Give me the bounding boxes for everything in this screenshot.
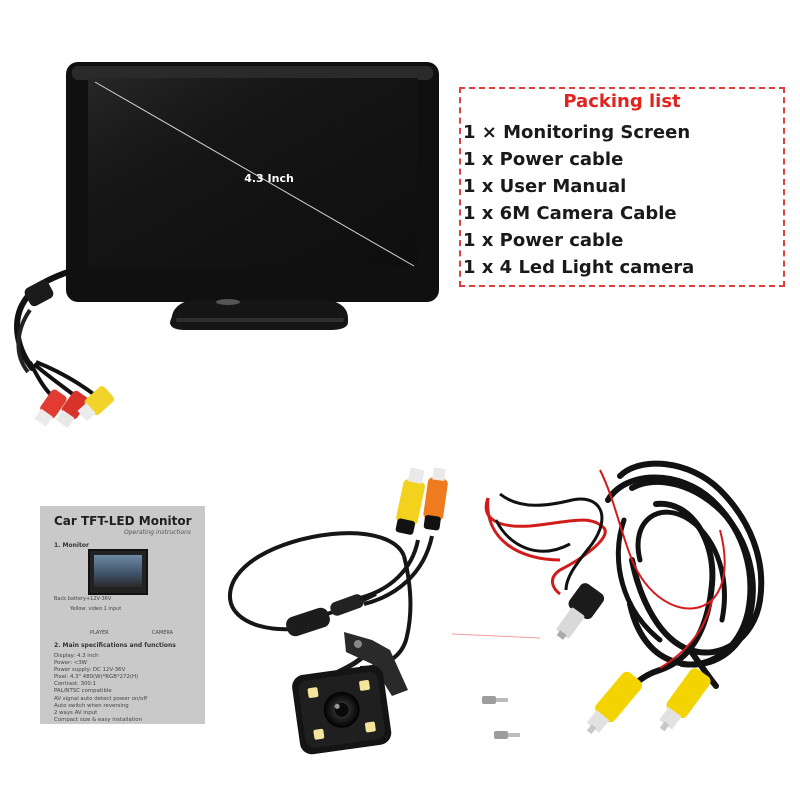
- packing-list-item: 1 x 4 Led Light camera: [463, 257, 695, 278]
- manual-subtitle: Operating instructions: [124, 529, 192, 536]
- manual-monitor-image: [88, 549, 148, 595]
- user-manual: Car TFT-LED Monitor Operating instructio…: [40, 506, 205, 724]
- manual-section-specs: 2. Main specifications and functions: [54, 642, 176, 649]
- manual-spec: PAL/NTSC compatible: [54, 688, 112, 695]
- camera-bracket: [344, 632, 408, 696]
- packing-list-item: 1 x Power cable: [463, 149, 624, 170]
- manual-section-monitor: 1. Monitor: [54, 542, 89, 549]
- manual-spec: Pixel: 4.3" 480(W)*RGB*272(H): [54, 674, 139, 681]
- rca-plug-right: [659, 668, 711, 732]
- manual-title: Car TFT-LED Monitor: [54, 514, 192, 528]
- screws: [482, 696, 520, 739]
- camera-extension-cable: [605, 460, 765, 709]
- manual-player-label: PLAYER: [90, 630, 109, 636]
- manual-spec: Power supply: DC 12V-36V: [54, 667, 126, 674]
- packing-list-box: Packing list 1 × Monitoring Screen 1 x P…: [459, 87, 785, 287]
- packing-list-item: 1 × Monitoring Screen: [463, 122, 691, 143]
- manual-video-label: Yellow: video 1 input: [70, 606, 122, 612]
- packing-list-title: Packing list: [563, 91, 681, 112]
- manual-specs-list: Display: 4.3 inch Power: <3W Power suppl…: [54, 653, 147, 724]
- manual-battery-label: Back battery+12V-36V: [54, 596, 112, 602]
- backup-camera: [292, 665, 392, 755]
- manual-spec: Compact size & easy installation: [54, 716, 143, 723]
- manual-spec: Display: 4.3 inch: [54, 653, 99, 659]
- monitor-stand: [170, 300, 348, 330]
- power-cable: [451, 492, 607, 640]
- monitor-size-label: 4.3 Inch: [244, 172, 294, 185]
- manual-spec: AV signal auto detect power on/off: [54, 695, 148, 702]
- manual-spec: 2 ways AV input: [54, 709, 98, 716]
- monitor-cable-branch: [16, 308, 32, 374]
- backup-camera-assembly: [227, 467, 448, 755]
- monitor: [14, 62, 439, 428]
- manual-camera-label: CAMERA: [152, 630, 174, 636]
- manual-spec: Power: <3W: [54, 660, 88, 667]
- packing-list-item: 1 x User Manual: [463, 176, 627, 197]
- manual-spec: Contrast: 300:1: [54, 681, 97, 688]
- packing-list-items: 1 × Monitoring Screen 1 x Power cable 1 …: [463, 119, 694, 281]
- packing-list-item: 1 x 6M Camera Cable: [463, 203, 677, 224]
- rca-plug-left: [586, 671, 643, 735]
- manual-spec: Auto switch when reversing: [54, 702, 129, 709]
- packing-list-item: 1 x Power cable: [463, 230, 624, 251]
